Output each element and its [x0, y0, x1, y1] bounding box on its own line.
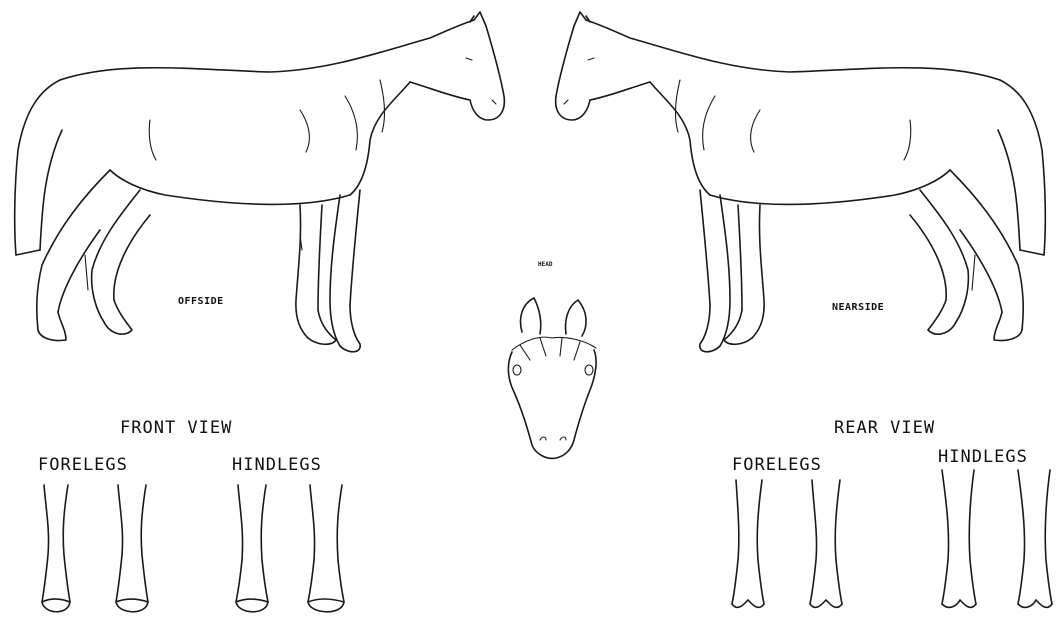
rear-hindlegs-label: HINDLEGS: [938, 447, 1028, 467]
front-view-forelegs: [42, 485, 148, 612]
rear-view-hindlegs: [942, 470, 1052, 607]
front-view-title: FRONT VIEW: [120, 418, 232, 438]
rear-view-title: REAR VIEW: [834, 418, 935, 438]
head-label: HEAD: [538, 261, 552, 268]
front-forelegs-label: FORELEGS: [38, 455, 128, 475]
front-view-hindlegs: [236, 485, 344, 612]
offside-horse-outline: [15, 12, 505, 352]
rear-view-forelegs: [732, 480, 842, 607]
nearside-horse-outline: [556, 12, 1046, 352]
head-front-outline: [508, 298, 596, 458]
offside-label: OFFSIDE: [178, 296, 224, 307]
nearside-label: NEARSIDE: [832, 302, 884, 313]
front-hindlegs-label: HINDLEGS: [232, 455, 322, 475]
rear-forelegs-label: FORELEGS: [732, 455, 822, 475]
